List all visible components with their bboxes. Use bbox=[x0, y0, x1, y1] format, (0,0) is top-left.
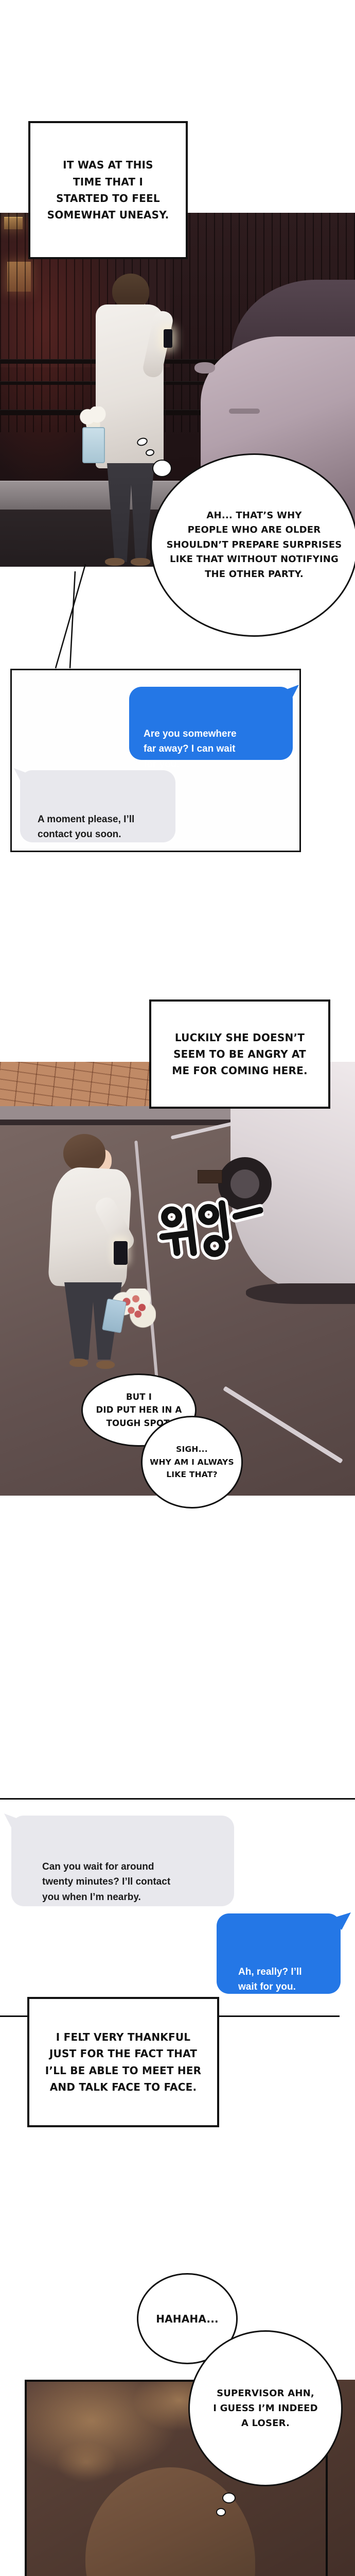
chat-tail-right bbox=[283, 685, 299, 699]
bubble-bump bbox=[152, 460, 172, 477]
character-man-overhead bbox=[48, 1134, 159, 1381]
character-shoe bbox=[69, 1359, 88, 1367]
bubble-tail-lines bbox=[55, 564, 86, 669]
chat-panel-1: Are you somewhere far away? I can wait f… bbox=[10, 669, 301, 852]
fence-rail bbox=[0, 359, 355, 364]
speech-bubble-tough-spot: BUT I DID PUT HER IN A TOUGH SPOT. bbox=[81, 1374, 197, 1447]
fence-rail bbox=[0, 410, 355, 415]
narration-box-thankful: I FELT VERY THANKFUL JUST FOR THE FACT T… bbox=[27, 1997, 219, 2127]
chat-tail-left bbox=[14, 768, 29, 783]
chat-bubble-received-2: Can you wait for around twenty minutes? … bbox=[4, 1814, 234, 1906]
chat-message-sent: Are you somewhere far away? I can wait f… bbox=[144, 728, 237, 770]
chat-message-received-2: Can you wait for around twenty minutes? … bbox=[42, 1861, 171, 1903]
thought-bubble-supervisor: SUPERVISOR AHN, I GUESS I’M INDEED A LOS… bbox=[188, 2330, 343, 2486]
character-hair bbox=[112, 274, 149, 309]
speech-text-sigh: SIGH... WHY AM I ALWAYS LIKE THAT? bbox=[150, 1444, 234, 1480]
chat-panel-2-top-rule bbox=[0, 1798, 355, 1800]
speech-text-tough-spot: BUT I DID PUT HER IN A TOUGH SPOT. bbox=[96, 1392, 182, 1428]
character-hair bbox=[63, 1134, 105, 1172]
phone-icon bbox=[164, 329, 172, 348]
parking-block bbox=[198, 1170, 222, 1183]
speech-bubble-ah-surprises: AH... THAT’S WHY PEOPLE WHO ARE OLDER SH… bbox=[150, 453, 355, 637]
chat-bubble-sent-2: Ah, really? I’ll wait for you. bbox=[217, 1912, 351, 1994]
thought-dot bbox=[216, 2508, 226, 2516]
speech-text-supervisor: SUPERVISOR AHN, I GUESS I’M INDEED A LOS… bbox=[213, 2387, 318, 2429]
speech-bubble-sigh: SIGH... WHY AM I ALWAYS LIKE THAT? bbox=[141, 1416, 243, 1509]
character-shoe bbox=[96, 1361, 115, 1369]
speech-text-hahaha: HAHAHA... bbox=[156, 2312, 219, 2325]
chat-message-sent-2: Ah, really? I’ll wait for you. bbox=[238, 1966, 302, 1993]
character-hair bbox=[85, 2467, 255, 2576]
curb bbox=[0, 1106, 247, 1125]
fence-rail bbox=[0, 381, 355, 385]
thought-dot bbox=[222, 2493, 236, 2503]
narration-text-luckily: LUCKILY SHE DOESN’T SEEM TO BE ANGRY AT … bbox=[172, 1031, 308, 1077]
speech-text-ah-surprises: AH... THAT’S WHY PEOPLE WHO ARE OLDER SH… bbox=[166, 510, 342, 580]
chat-bubble-received: A moment please, I’ll contact you soon. bbox=[14, 768, 175, 842]
narration-box-luckily: LUCKILY SHE DOESN’T SEEM TO BE ANGRY AT … bbox=[149, 999, 330, 1109]
blurred-light bbox=[56, 2442, 117, 2483]
narration-text-uneasy: IT WAS AT THIS TIME THAT I STARTED TO FE… bbox=[47, 159, 169, 222]
car-shadow bbox=[246, 1283, 355, 1304]
character-man-back bbox=[79, 274, 185, 567]
sfx-vibration bbox=[156, 1197, 267, 1260]
narration-box-uneasy: IT WAS AT THIS TIME THAT I STARTED TO FE… bbox=[28, 121, 188, 259]
car-door-handle bbox=[229, 409, 260, 414]
character-trousers bbox=[107, 463, 154, 562]
character-shoe bbox=[131, 558, 150, 566]
car-wheel-hub bbox=[230, 1170, 259, 1198]
car-mirror bbox=[194, 362, 215, 374]
chat-message-received: A moment please, I’ll contact you soon. bbox=[38, 814, 135, 840]
phone-icon bbox=[114, 1241, 128, 1265]
gift-bag bbox=[82, 427, 105, 463]
narration-text-thankful: I FELT VERY THANKFUL JUST FOR THE FACT T… bbox=[45, 2030, 202, 2093]
chat-bubble-sent: Are you somewhere far away? I can wait f… bbox=[129, 685, 299, 770]
character-shoe bbox=[105, 558, 125, 566]
character-man-lookup bbox=[45, 2467, 333, 2576]
